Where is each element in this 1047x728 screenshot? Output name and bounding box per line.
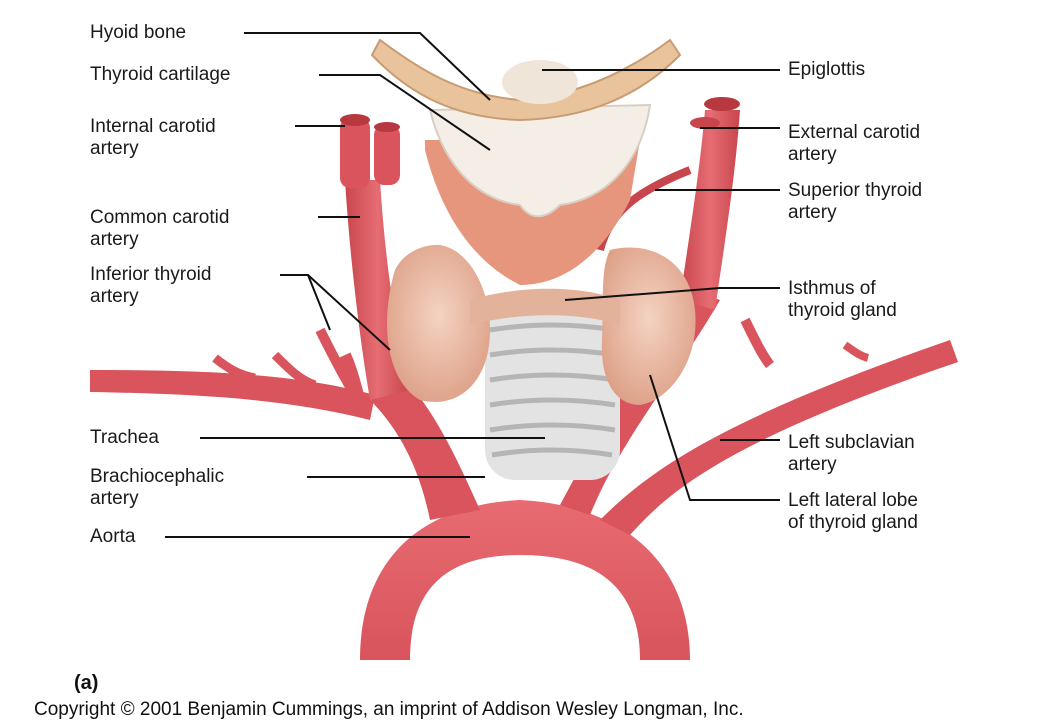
label-epiglottis: Epiglottis [788, 59, 865, 81]
label-trachea: Trachea [90, 427, 159, 449]
label-line: Thyroid cartilage [90, 64, 230, 86]
label-line: Superior thyroid [788, 180, 922, 202]
label-line: artery [90, 138, 216, 160]
label-line: Common carotid [90, 207, 229, 229]
thyroid-left-lobe-shape [602, 248, 696, 406]
label-superior-thyroid: Superior thyroid artery [788, 180, 922, 224]
label-inferior-thyroid: Inferior thyroid artery [90, 264, 211, 308]
label-line: Brachiocephalic [90, 466, 224, 488]
label-external-carotid: External carotid artery [788, 122, 920, 166]
label-left-subclavian: Left subclavian artery [788, 432, 915, 476]
epiglottis-shape [502, 60, 578, 104]
label-brachiocephalic: Brachiocephalic artery [90, 466, 224, 510]
label-thyroid-cartilage: Thyroid cartilage [90, 64, 230, 86]
label-isthmus: Isthmus of thyroid gland [788, 278, 897, 322]
label-line: thyroid gland [788, 300, 897, 322]
left-carotid-upper-shape [680, 110, 740, 310]
label-line: Internal carotid [90, 116, 216, 138]
label-line: Inferior thyroid [90, 264, 211, 286]
label-line: Epiglottis [788, 59, 865, 81]
label-line: of thyroid gland [788, 512, 918, 534]
label-line: Left lateral lobe [788, 490, 918, 512]
label-line: artery [788, 202, 922, 224]
label-common-carotid: Common carotid artery [90, 207, 229, 251]
aorta-shape [360, 500, 690, 660]
label-hyoid-bone: Hyoid bone [90, 22, 186, 44]
right-external-carotid-shape [374, 125, 400, 185]
label-line: artery [90, 488, 224, 510]
label-line: External carotid [788, 122, 920, 144]
label-line: artery [90, 286, 211, 308]
label-left-lateral-lobe: Left lateral lobe of thyroid gland [788, 490, 918, 534]
label-line: artery [788, 144, 920, 166]
label-aorta: Aorta [90, 526, 135, 548]
label-line: Trachea [90, 427, 159, 449]
right-internal-carotid-shape [340, 118, 370, 188]
label-line: Left subclavian [788, 432, 915, 454]
copyright-text: Copyright © 2001 Benjamin Cummings, an i… [34, 699, 744, 721]
right-subclavian-shape [90, 370, 375, 420]
panel-label: (a) [74, 672, 98, 695]
label-internal-carotid: Internal carotid artery [90, 116, 216, 160]
label-line: artery [788, 454, 915, 476]
label-line: Hyoid bone [90, 22, 186, 44]
brachiocephalic-shape [370, 385, 480, 520]
label-line: artery [90, 229, 229, 251]
label-line: Aorta [90, 526, 135, 548]
label-line: Isthmus of [788, 278, 897, 300]
